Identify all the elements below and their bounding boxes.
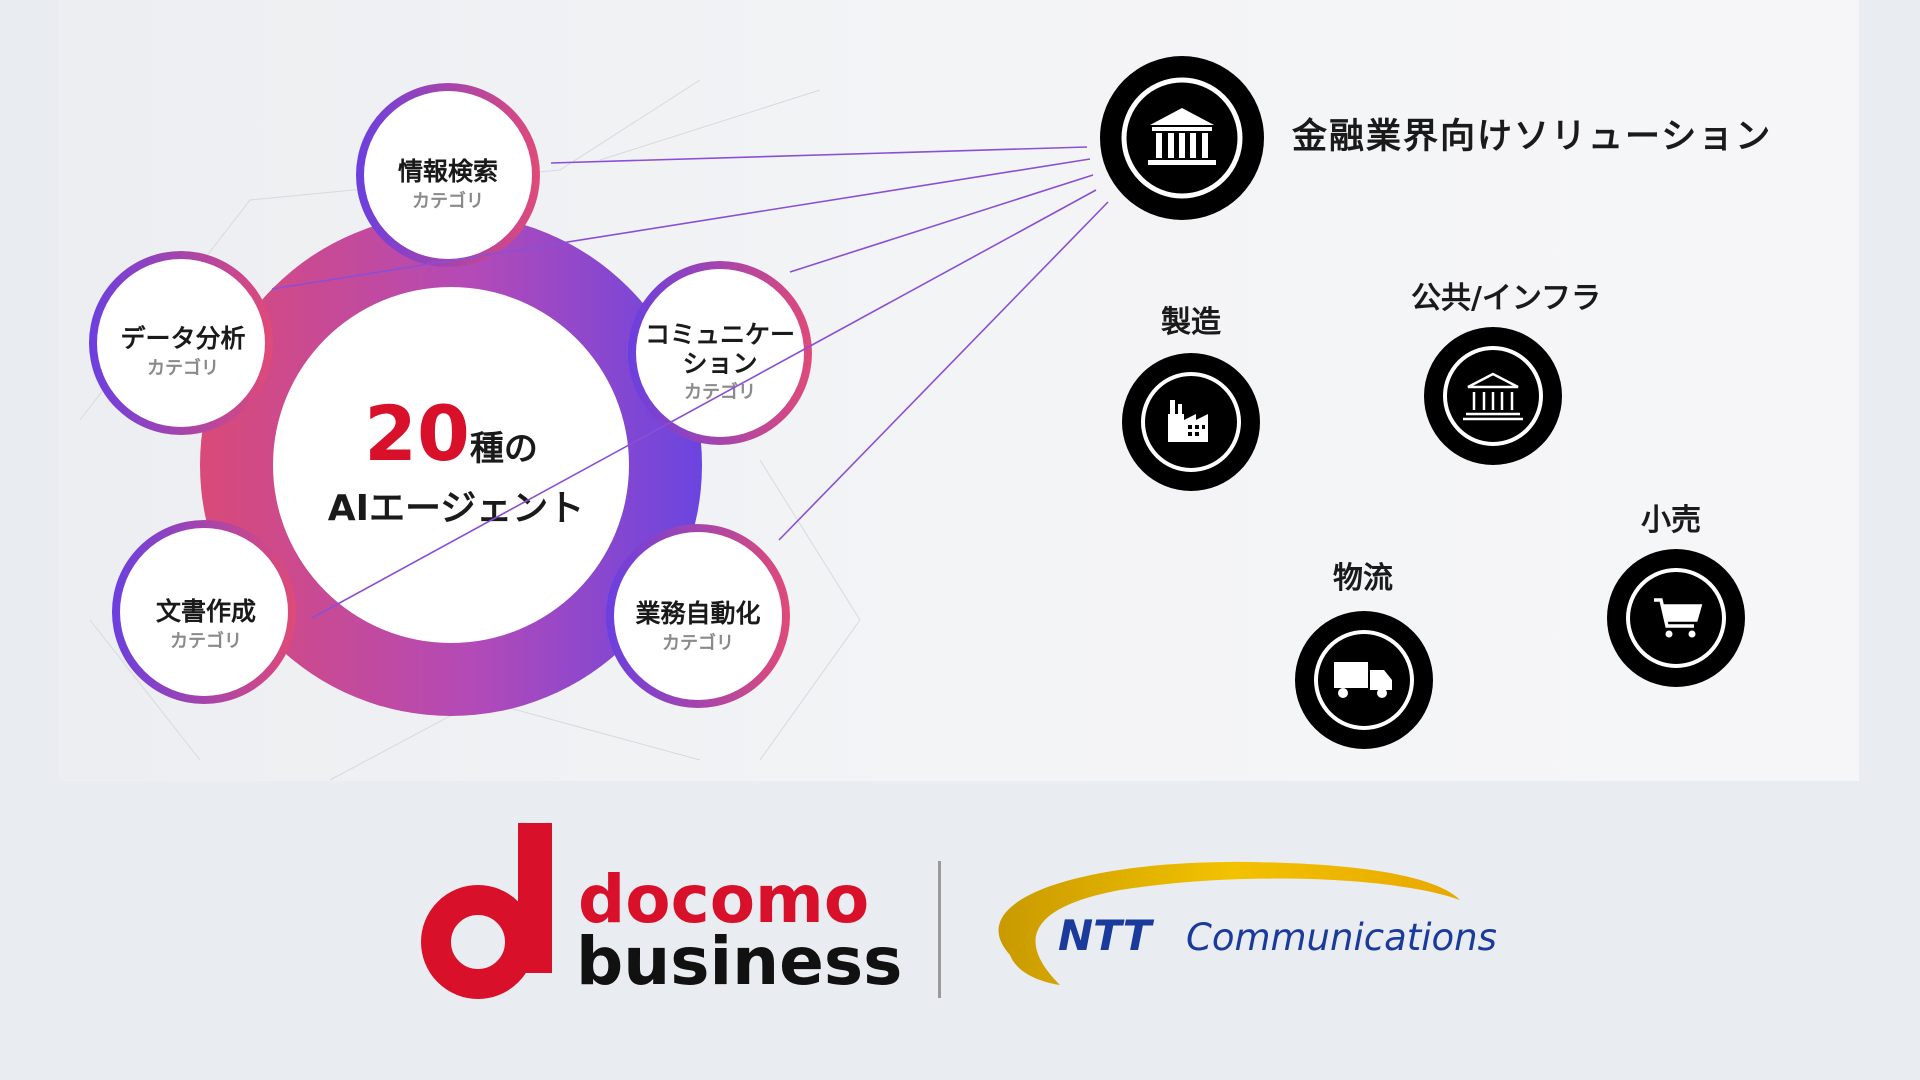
svg-text:NTT: NTT (1058, 911, 1155, 960)
svg-text:情報検索: 情報検索 (398, 157, 498, 186)
svg-text:カテゴリ: カテゴリ (684, 381, 756, 403)
svg-text:コミュニケー: コミュニケー (645, 320, 795, 349)
svg-text:カテゴリ: カテゴリ (662, 632, 734, 654)
svg-text:カテゴリ: カテゴリ (412, 190, 484, 212)
industry-manufacturing[interactable] (1122, 353, 1260, 491)
docomo-business-logo: docomo business (421, 823, 902, 1000)
bank-icon (1148, 108, 1216, 165)
logistics-label: 物流 (1333, 561, 1393, 596)
logo-divider (938, 861, 941, 998)
finance-title: 金融業界向けソリューション (1291, 116, 1772, 157)
svg-text:カテゴリ: カテゴリ (170, 630, 242, 652)
category-data-analysis[interactable]: データ分析 カテゴリ (89, 251, 273, 435)
agent-center (273, 287, 629, 643)
svg-text:business: business (576, 923, 902, 1000)
truck-icon (1334, 662, 1392, 698)
manufacturing-label: 製造 (1161, 305, 1221, 340)
svg-text:業務自動化: 業務自動化 (635, 599, 760, 628)
svg-text:docomo: docomo (578, 861, 869, 938)
category-document-creation[interactable]: 文書作成 カテゴリ (112, 520, 296, 704)
industry-public-infra[interactable] (1424, 327, 1562, 465)
retail-label: 小売 (1641, 503, 1701, 538)
public-infra-label: 公共/インフラ (1411, 281, 1601, 316)
industry-finance[interactable] (1100, 56, 1264, 220)
svg-text:カテゴリ: カテゴリ (147, 357, 219, 379)
ntt-communications-logo: NTT Communications (998, 861, 1497, 985)
industry-logistics[interactable] (1295, 611, 1433, 749)
agent-label: AIエージェント (328, 488, 585, 529)
svg-text:Communications: Communications (1186, 916, 1497, 959)
agent-count: 20種の (364, 389, 538, 478)
svg-text:ション: ション (682, 349, 757, 378)
industry-retail[interactable] (1607, 549, 1745, 687)
category-info-search[interactable]: 情報検索 カテゴリ (356, 83, 540, 267)
category-communication[interactable]: コミュニケー ション カテゴリ (628, 261, 812, 445)
svg-text:文書作成: 文書作成 (156, 597, 256, 626)
government-building-icon (1463, 372, 1523, 421)
connector-lines (271, 146, 1109, 619)
category-business-automation[interactable]: 業務自動化 カテゴリ (606, 524, 790, 708)
svg-text:データ分析: データ分析 (120, 324, 245, 353)
cart-icon (1654, 598, 1703, 628)
